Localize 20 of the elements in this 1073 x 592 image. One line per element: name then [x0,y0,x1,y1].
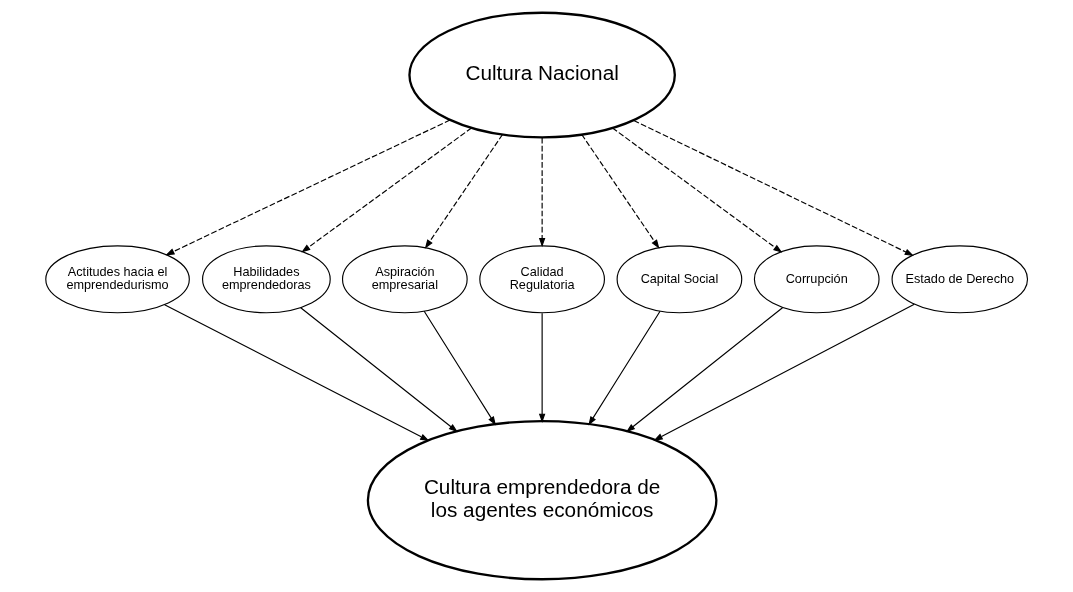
arrow [633,119,914,256]
node-ellipse: Calidad Regulatoria [479,245,605,314]
arrow [300,307,458,433]
node-ellipse: Cultura Nacional [408,11,676,139]
arrow [164,304,430,441]
arrow [611,127,783,253]
arrow [581,134,660,249]
node-ellipse: Capital Social [616,245,743,314]
arrow [423,310,496,426]
arrow [424,134,503,249]
arrow [538,137,546,248]
arrow [538,312,546,423]
node-ellipse: Cultura emprendedora de los agentes económicos [366,420,718,581]
node-ellipse: Aspiración empresarial [341,245,468,314]
arrow [301,127,473,253]
node-ellipse: Estado de Derecho [891,245,1029,314]
arrow [625,307,784,433]
arrow [165,119,451,256]
arrow [653,303,915,441]
arrow [588,310,661,426]
